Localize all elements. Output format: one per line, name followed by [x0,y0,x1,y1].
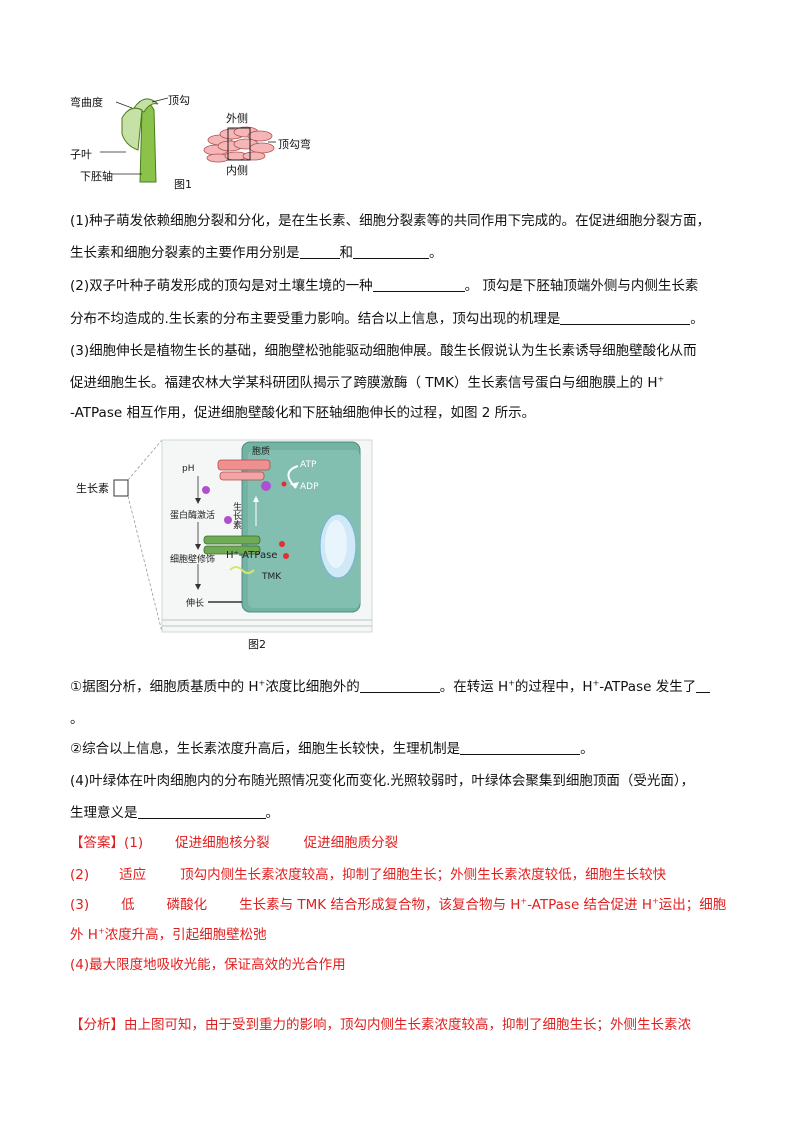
sub1-text-a: ①据图分析，细胞质基质中的 H [70,679,259,695]
protease-label: 蛋白酶激活 [170,511,216,521]
q1-text-c: 。 [429,245,443,261]
answer-3-sup-3: + [97,926,105,936]
q3-sup: + [657,374,665,384]
answer-1-num: (1) [124,835,144,851]
seedling-illustration [100,97,276,183]
answer-3-num: (3) [70,897,90,913]
answer-3-z-c: 运出；细胞 [658,897,727,913]
q4-text-a: 生理意义是 [70,805,138,821]
sub1-sup-2: + [508,678,515,688]
q4-text-b: 。 [265,805,280,821]
answer-line-4: 外 H+浓度升高，引起细胞壁松弛 [70,926,267,944]
label-hook-bend: 顶勾弯 [278,138,311,151]
sub2-line: ②综合以上信息，生长素浓度升高后，细胞生长较快，生理机制是 。 [70,740,594,758]
label-inner: 内侧 [226,164,248,177]
figure-1-caption: 图1 [174,178,192,191]
answer-1-y: 促进细胞质分裂 [303,835,399,851]
sub1-end: 。 [70,711,84,727]
q4-line1: (4)叶绿体在叶肉细胞内的分布随光照情况变化而变化.光照较弱时，叶绿体会聚集到细… [70,773,695,789]
q2-line1: (2)双子叶种子萌发形成的顶勾是对土壤生境的一种 。 顶勾是下胚轴顶端外侧与内侧生… [70,277,698,295]
auxin-vertical-label: 生长素 [231,502,241,529]
answer-3-y: 磷酸化 [166,897,208,913]
q2-line2: 分布不均造成的.生长素的分布主要受重力影响。结合以上信息，顶勾出现的机理是 。 [70,310,704,328]
top-label: 胞质 [252,447,271,457]
answer-2-y: 顶勾内侧生长素浓度较高，抑制了细胞生长；外侧生长素浓度较低，细胞生长较快 [180,867,667,883]
q4-blank[interactable] [137,804,266,819]
wall-mod-label: 细胞壁修饰 [170,555,216,565]
q4-line2: 生理意义是 。 [70,804,279,822]
q1-line1: (1)种子萌发依赖细胞分裂和分化，是在生长素、细胞分裂素等的共同作用下完成的。在… [70,213,711,229]
figure-1: 弯曲度 顶勾 子叶 下胚轴 图1 外侧 顶勾弯 内侧 [70,90,311,200]
sub1-line: ①据图分析，细胞质基质中的 H+浓度比细胞外的。在转运 H+的过程中，H+-AT… [70,678,711,696]
adp-label: ADP [300,482,319,492]
q1-blank-2[interactable] [353,244,429,259]
sub2-text-b: 。 [580,741,594,757]
q3-line2: 促进细胞生长。福建农林大学某科研团队揭示了跨膜激酶（ TMK）生长素信号蛋白与细… [70,374,664,392]
sub1-blank-1[interactable] [359,678,440,693]
q2-text-b: 。 顶勾是下胚轴顶端外侧与内侧生长素 [464,278,699,294]
q2-blank-1[interactable] [372,277,465,292]
answer-3-line2-b: 浓度升高，引起细胞壁松弛 [104,927,267,943]
answer-line-1: 【答案】(1) 促进细胞核分裂 促进细胞质分裂 [70,834,398,852]
answer-line-2: (2) 适应 顶勾内侧生长素浓度较高，抑制了细胞生长；外侧生长素浓度较低，细胞生长较… [70,866,666,884]
answer-3-z-b: -ATPase 结合促进 H [527,897,652,913]
sub1-blank-2[interactable] [696,678,711,693]
sub1-sup-3: + [592,678,600,688]
cell-diagram [113,439,373,633]
auxin-box-label: 生长素 [76,482,109,495]
q2-text-a: (2)双子叶种子萌发形成的顶勾是对土壤生境的一种 [70,278,373,294]
h-atpase-label: H⁺-ATPase [226,550,278,561]
label-outer: 外侧 [226,112,248,125]
answer-3-x: 低 [121,897,135,913]
answer-line-5: (4)最大限度地吸收光能，保证高效的光合作用 [70,957,346,973]
q3-line1: (3)细胞伸长是植物生长的基础，细胞壁松弛能驱动细胞伸展。酸生长假说认为生长素诱… [70,343,697,359]
label-hypocotyl: 下胚轴 [80,170,113,183]
label-bend: 弯曲度 [70,96,103,109]
answer-3-sup-1: + [520,896,528,906]
figure-2: 生长素 pH 蛋白酶激活 细胞壁修饰 伸长 胞质 ATP ADP 生长素 H⁺-… [70,436,380,654]
tmk-label: TMK [262,572,282,582]
sub2-blank[interactable] [460,740,581,755]
q1-blank-1[interactable] [299,244,340,259]
answer-3-line2-a: 外 H [70,927,98,943]
sub2-text-a: ②综合以上信息，生长素浓度升高后，细胞生长较快，生理机制是 [70,741,461,757]
answer-1-x: 促进细胞核分裂 [175,835,270,851]
sub1-text-d: 的过程中，H [514,679,593,695]
q1-text-a: 生长素和细胞分裂素的主要作用分别是 [70,245,300,261]
q2-text-c: 分布不均造成的.生长素的分布主要受重力影响。结合以上信息，顶勾出现的机理是 [70,311,561,327]
q1-text-b: 和 [339,245,354,261]
analysis-line: 【分析】由上图可知，由于受到重力的影响，顶勾内侧生长素浓度较高，抑制了细胞生长；… [70,1016,691,1034]
analysis-text: 由上图可知，由于受到重力的影响，顶勾内侧生长素浓度较高，抑制了细胞生长；外侧生长… [124,1017,691,1033]
q3-line3: -ATPase 相互作用，促进细胞壁酸化和下胚轴细胞伸长的过程，如图 2 所示。 [70,405,536,421]
q2-blank-2[interactable] [560,310,691,325]
answer-line-3: (3)低磷酸化生长素与 TMK 结合形成复合物，该复合物与 H+-ATPase … [70,896,726,914]
answer-2-x: 适应 [119,867,147,883]
sub1-sup-1: + [258,678,266,688]
atp-label: ATP [300,460,317,470]
label-cotyledon: 子叶 [70,148,92,161]
figure-2-caption: 图2 [248,638,266,651]
elongation-label: 伸长 [186,599,205,609]
sub1-text-c: 。在转运 H [439,679,509,695]
answer-2-num: (2) [70,867,90,883]
ph-label: pH [182,464,195,474]
sub1-text-b: 浓度比细胞外的 [265,679,360,695]
answer-3-sup-2: + [652,896,659,906]
q1-line2: 生长素和细胞分裂素的主要作用分别是 和 。 [70,244,443,262]
q2-text-d: 。 [690,311,704,327]
label-hook: 顶勾 [168,94,190,107]
answer-3-z-a: 生长素与 TMK 结合形成复合物，该复合物与 H [239,897,521,913]
answer-tag: 【答案】 [70,835,124,851]
analysis-tag: 【分析】 [70,1017,124,1033]
q3-text-a: 促进细胞生长。福建农林大学某科研团队揭示了跨膜激酶（ TMK）生长素信号蛋白与细… [70,375,658,391]
sub1-text-e: -ATPase 发生了 [599,679,697,695]
